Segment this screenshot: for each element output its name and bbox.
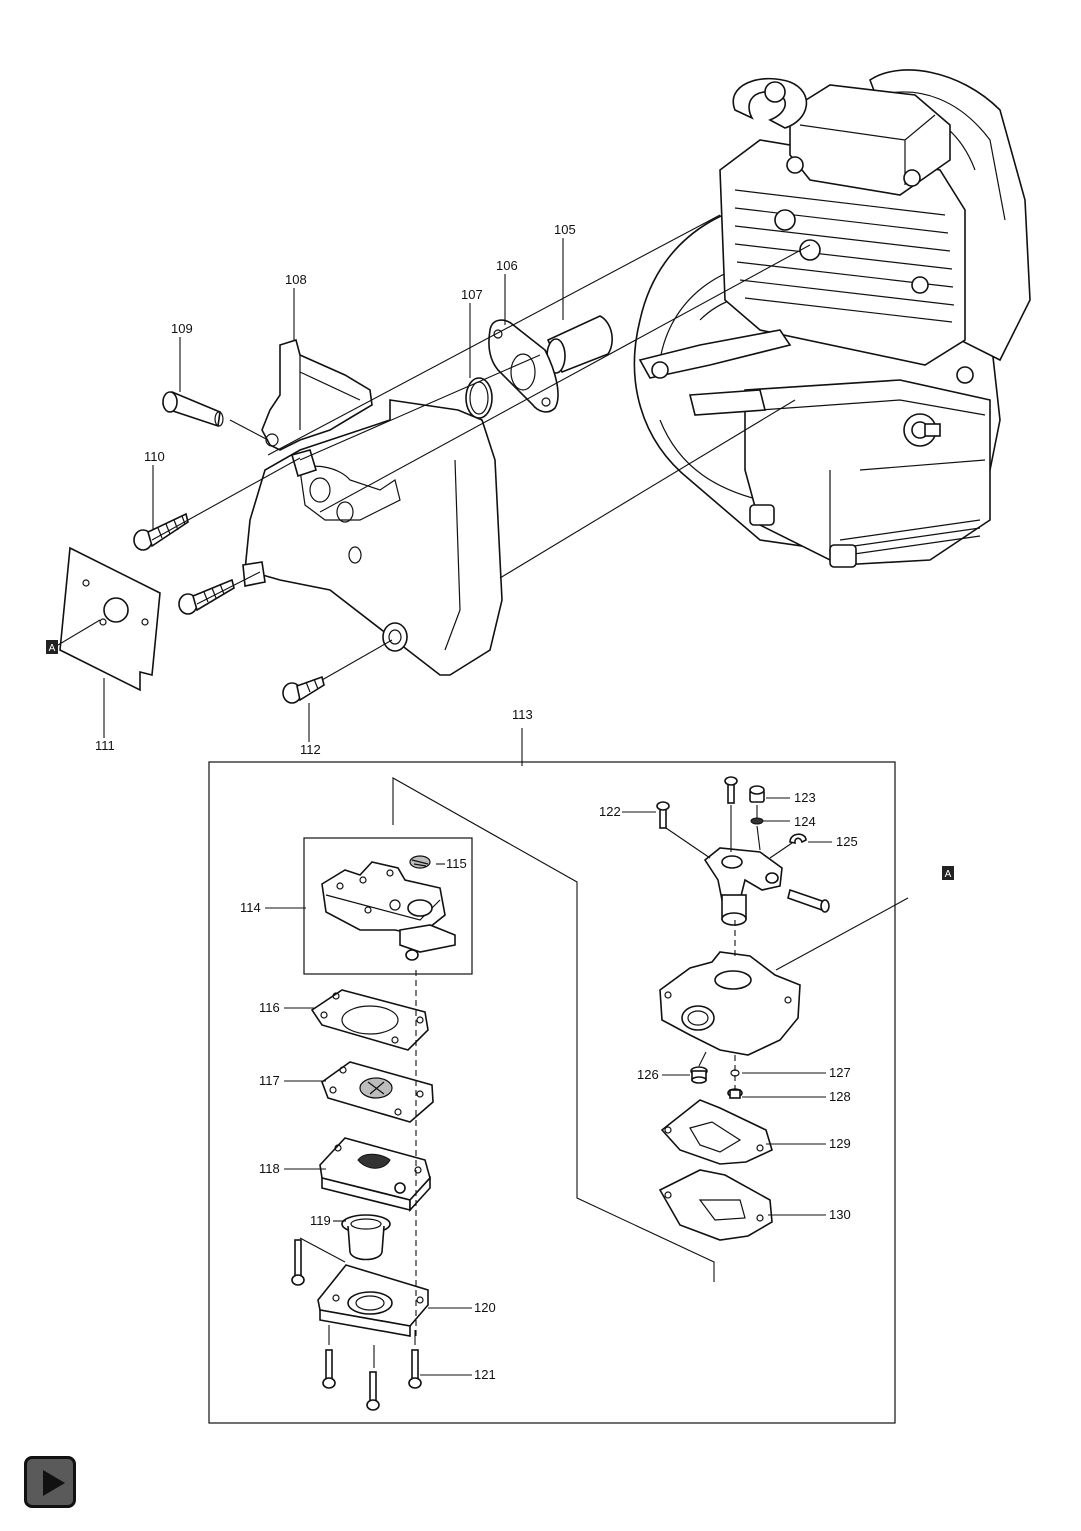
insulator-pipe-105 bbox=[546, 315, 613, 374]
reference-marker-a-left: A bbox=[46, 640, 58, 654]
bolt-110b bbox=[178, 578, 235, 615]
e-clip-125 bbox=[789, 833, 807, 845]
label-109: 109 bbox=[171, 321, 193, 336]
diaphragm-117 bbox=[321, 1061, 434, 1123]
svg-text:A: A bbox=[49, 643, 56, 654]
label-106: 106 bbox=[496, 258, 518, 273]
label-110: 110 bbox=[144, 449, 165, 464]
label-127: 127 bbox=[829, 1065, 851, 1080]
screw-122 bbox=[656, 801, 670, 829]
diaphragm-130 bbox=[658, 1169, 773, 1241]
label-118: 118 bbox=[259, 1161, 280, 1176]
label-122: 122 bbox=[599, 804, 621, 819]
callout-leaders bbox=[103, 238, 832, 1376]
o-ring-107 bbox=[465, 377, 493, 419]
label-124: 124 bbox=[794, 814, 816, 829]
label-107: 107 bbox=[461, 287, 483, 302]
label-120: 120 bbox=[474, 1300, 496, 1315]
screen-115 bbox=[409, 855, 431, 869]
label-130: 130 bbox=[829, 1207, 851, 1222]
cover-120 bbox=[317, 1264, 429, 1337]
label-115: 115 bbox=[446, 856, 467, 871]
gasket-111 bbox=[59, 546, 161, 692]
label-116: 116 bbox=[259, 1000, 280, 1015]
carburetor-assembly-frame bbox=[208, 761, 896, 1424]
part-number-labels: 105 106 107 108 109 110 111 112 113 114 … bbox=[95, 222, 858, 1382]
label-113: 113 bbox=[512, 707, 533, 722]
bolt-109 bbox=[162, 391, 224, 428]
label-128: 128 bbox=[829, 1089, 851, 1104]
carburetor-plate bbox=[242, 399, 503, 676]
needle-128 bbox=[727, 1088, 743, 1099]
next-page-button[interactable] bbox=[24, 1456, 76, 1508]
bolt-110 bbox=[133, 512, 189, 551]
pump-body-114 bbox=[321, 861, 456, 961]
gasket-116 bbox=[310, 989, 429, 1051]
washer-124 bbox=[750, 817, 764, 825]
metering-body-118 bbox=[319, 1137, 431, 1213]
label-126: 126 bbox=[637, 1067, 659, 1082]
carburetor-body bbox=[659, 951, 801, 1056]
label-105: 105 bbox=[554, 222, 576, 237]
reference-marker-a-right: A bbox=[942, 866, 954, 880]
primer-bulb-119 bbox=[341, 1214, 391, 1261]
throttle-lever bbox=[703, 847, 830, 926]
label-129: 129 bbox=[829, 1136, 851, 1151]
bolt-112 bbox=[282, 675, 325, 704]
label-121: 121 bbox=[474, 1367, 496, 1382]
pump-body-frame bbox=[303, 837, 473, 975]
screws-121 bbox=[291, 1239, 422, 1411]
label-112: 112 bbox=[300, 742, 321, 757]
insulator-gasket-106 bbox=[488, 319, 559, 413]
engine-assembly bbox=[633, 69, 1031, 568]
label-119: 119 bbox=[310, 1213, 331, 1228]
label-114: 114 bbox=[240, 900, 261, 915]
screw-126 bbox=[690, 1066, 708, 1084]
label-108: 108 bbox=[285, 272, 307, 287]
label-123: 123 bbox=[794, 790, 816, 805]
bracket-108 bbox=[261, 338, 373, 451]
plug-123 bbox=[749, 785, 765, 803]
label-111: 111 bbox=[95, 738, 115, 753]
svg-text:A: A bbox=[945, 869, 952, 880]
screw-top bbox=[724, 776, 738, 804]
label-117: 117 bbox=[259, 1073, 280, 1088]
play-icon bbox=[43, 1470, 65, 1496]
label-125: 125 bbox=[836, 834, 858, 849]
gasket-129 bbox=[660, 1099, 773, 1165]
